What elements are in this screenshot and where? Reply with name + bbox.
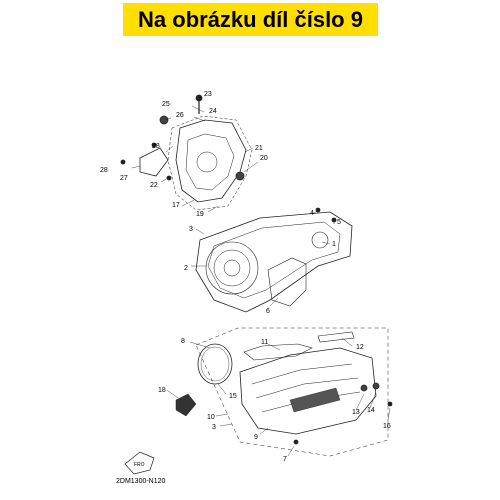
upper-cover-gasket xyxy=(167,115,253,211)
callout-23: 23 xyxy=(204,91,212,98)
seal-strip-part-11 xyxy=(243,343,313,361)
outer-cover-rib-1 xyxy=(251,363,353,385)
callout-5: 5 xyxy=(337,219,341,226)
o-ring-part-15 xyxy=(197,343,233,385)
bolt-28a xyxy=(120,159,126,165)
callout-24: 24 xyxy=(209,108,217,115)
front-direction-marker: FRO xyxy=(124,451,155,475)
callout-13: 13 xyxy=(352,409,360,416)
bolt-14 xyxy=(372,382,380,390)
callout-6: 6 xyxy=(266,308,270,315)
callout-labels: 23 24 25 26 21 20 28 28 27 22 17 19 3 4 … xyxy=(100,91,391,463)
callout-1: 1 xyxy=(332,241,336,248)
seal-strip-part-12 xyxy=(317,331,355,343)
outer-cover-badge xyxy=(289,387,341,413)
title-banner: Na obrázku díl číslo 9 xyxy=(123,3,378,36)
intake-shroud-inner xyxy=(213,249,251,287)
callout-4: 4 xyxy=(310,210,314,217)
callout-26: 26 xyxy=(176,112,184,119)
small-cover-part-27 xyxy=(139,147,169,177)
callout-28a: 28 xyxy=(100,167,108,174)
callout-9: 9 xyxy=(254,434,258,441)
intake-shroud-hub xyxy=(223,259,241,277)
callout-19: 19 xyxy=(196,211,204,218)
part-code: 2DM1300-N120 xyxy=(116,478,166,485)
washer-25 xyxy=(159,115,169,125)
bolt-7 xyxy=(293,439,299,445)
callout-3: 3 xyxy=(189,226,193,233)
bolt-5 xyxy=(331,217,337,223)
upper-cover-bore xyxy=(196,151,218,173)
main-cover-inner xyxy=(207,221,341,299)
gasket-part-6 xyxy=(267,257,307,307)
callout-14: 14 xyxy=(367,407,375,414)
outer-side-cover xyxy=(239,347,377,435)
main-cover-cap xyxy=(311,231,329,249)
intake-shroud-outer xyxy=(205,241,259,295)
callout-27: 27 xyxy=(120,175,128,182)
callout-25: 25 xyxy=(162,101,170,108)
callout-12: 12 xyxy=(356,344,364,351)
page-title: Na obrázku díl číslo 9 xyxy=(138,6,363,32)
callout-28b: 28 xyxy=(152,143,160,150)
bolt-23 xyxy=(195,94,203,102)
callout-3b: 3 xyxy=(212,424,216,431)
callout-10: 10 xyxy=(207,414,215,421)
callout-22: 22 xyxy=(150,182,158,189)
outer-cover-rib-2 xyxy=(255,377,359,399)
callout-17: 17 xyxy=(172,202,180,209)
bolt-28b xyxy=(151,142,157,148)
bolt-16 xyxy=(387,401,393,407)
callout-15: 15 xyxy=(229,393,237,400)
upper-cover-inner xyxy=(185,133,235,191)
callout-16: 16 xyxy=(383,423,391,430)
upper-crankcase-cover xyxy=(175,119,247,203)
callout-7: 7 xyxy=(283,456,287,463)
bolt-22 xyxy=(166,175,172,181)
duct-part-18 xyxy=(175,393,197,417)
callout-11: 11 xyxy=(261,339,268,346)
callout-20: 20 xyxy=(260,155,268,162)
callout-8: 8 xyxy=(181,338,185,345)
bolt-13 xyxy=(360,384,368,392)
outer-cover-group-box xyxy=(195,327,389,457)
washer-20 xyxy=(235,171,245,181)
callout-21: 21 xyxy=(255,145,263,152)
bolt-4 xyxy=(315,207,321,213)
main-cover xyxy=(195,211,353,313)
callout-2: 2 xyxy=(184,265,188,272)
callout-18: 18 xyxy=(158,387,166,394)
front-marker-label: FRO xyxy=(134,462,145,468)
